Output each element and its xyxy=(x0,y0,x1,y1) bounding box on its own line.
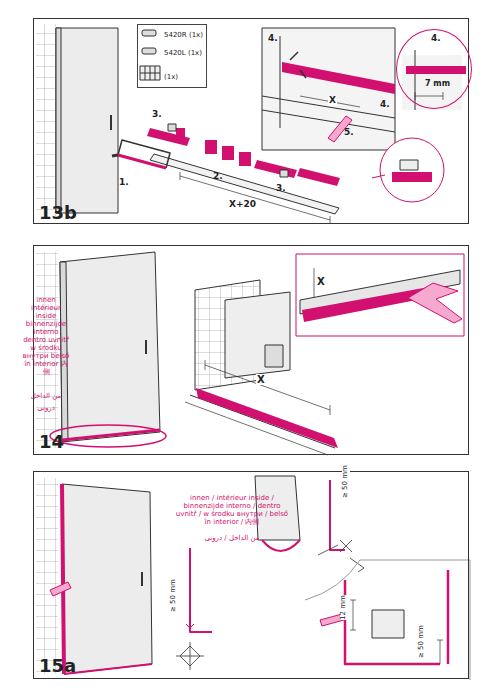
callout-number: 4. xyxy=(268,34,278,44)
inside-label: innen / intérieur inside / binnenzijde i… xyxy=(174,494,290,526)
part-label: 5420R (1x) xyxy=(164,32,203,40)
dimension-label: X xyxy=(256,374,266,385)
callout-number: 3. xyxy=(276,184,286,194)
inside-label: من الداخل xyxy=(22,392,70,400)
part-label: (1x) xyxy=(164,74,178,82)
callout-number: 4. xyxy=(380,100,390,110)
step-number: 14 xyxy=(39,432,64,452)
inside-label: درونی xyxy=(22,404,70,412)
step-panel: 13b 5420R (1x) 5420L (1x) (1x) 4. 7 mm xyxy=(33,18,469,224)
inside-label: innen intérieur inside binnenzijde inter… xyxy=(22,296,70,376)
dimension-label: X xyxy=(316,276,326,287)
part-label: 7 mm xyxy=(425,80,450,89)
callout-number: 5. xyxy=(344,128,354,138)
part-label: 5420L (1x) xyxy=(164,50,202,58)
inside-label: من الداخل / درونی xyxy=(174,534,290,542)
step-number: 15a xyxy=(39,656,76,676)
dimension-label: ≥ 50 mm xyxy=(342,465,350,498)
callout-number: 1. xyxy=(119,178,129,188)
step-number: 13b xyxy=(39,203,77,223)
dimension-label: ≥ 50 mm xyxy=(170,579,178,612)
part-label: 4. xyxy=(431,34,441,44)
dimension-label: ≥ 50 mm xyxy=(418,625,426,658)
dimension-label: 12 mm xyxy=(340,595,348,620)
dimension-label: X+20 xyxy=(228,200,257,210)
callout-number: 3. xyxy=(152,110,162,120)
dimension-label: X xyxy=(328,96,337,106)
callout-number: 2. xyxy=(213,172,223,182)
step-panel: 14 xyxy=(33,245,469,455)
detail-callout: 4. 7 mm xyxy=(396,29,472,109)
parts-box: 5420R (1x) 5420L (1x) (1x) xyxy=(137,24,207,88)
